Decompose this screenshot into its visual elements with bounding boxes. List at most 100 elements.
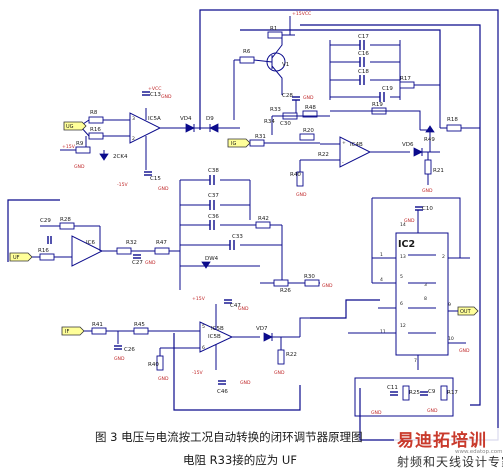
c10-label: C10 <box>422 206 433 212</box>
svg-text:9: 9 <box>448 302 451 308</box>
caption-line2: 电阻 R33接的应为 UF <box>183 453 297 467</box>
r42-label: R42 <box>258 216 269 222</box>
port-ug-label: UG <box>66 124 74 130</box>
r8-label: R8 <box>90 110 98 116</box>
r21-label: R21 <box>433 168 444 174</box>
r41-label: R41 <box>92 322 103 328</box>
dw4-label: DW4 <box>205 256 219 262</box>
svg-text:11: 11 <box>380 329 386 335</box>
svg-text:+: + <box>342 140 346 146</box>
gnd-ic2: GND <box>459 348 470 354</box>
c33-label: C33 <box>232 234 243 240</box>
r31-label: R31 <box>255 134 266 140</box>
svg-text:8: 8 <box>424 296 427 302</box>
caption-line1: 图 3 电压与电流按工况自动转换的闭环调节器原理图 <box>95 430 363 444</box>
c36-label: C36 <box>208 214 219 220</box>
gnd-c28: GND <box>303 95 314 101</box>
c16-label: C16 <box>358 51 369 57</box>
opamp-ic5b: IC5B IC5B 56 R41 R45 C26 GND R40 GND +15… <box>84 296 310 395</box>
r9-label: R9 <box>76 141 84 147</box>
watermark-text: 射频和天线设计专家 <box>397 454 503 469</box>
gnd-r30: GND <box>322 283 333 289</box>
watermark-url: www.edatop.com <box>455 449 503 455</box>
gnd-ic2-right: GND <box>427 408 438 414</box>
ic2-label: IC2 <box>398 239 415 250</box>
c18-label: C18 <box>358 69 369 75</box>
port-out-label: OUT <box>460 309 472 315</box>
c28-label: C28 <box>282 93 293 99</box>
c28-cluster: C28 GND R33 R48 R34 R20 C30 <box>264 93 330 141</box>
r22b-label: R22 <box>318 152 329 158</box>
vminus-ic5b: -15V <box>192 370 204 376</box>
c15-label: C15 <box>150 176 161 182</box>
d9-label: D9 <box>206 116 214 122</box>
c17-label: C17 <box>358 34 369 40</box>
svg-text:6: 6 <box>202 345 205 351</box>
opamp-ic4b: IC4B +- VD6 R18 R21 GND R49 R40 GND R22 … <box>246 100 480 198</box>
c19-label: C19 <box>382 86 393 92</box>
r45-label: R45 <box>134 322 145 328</box>
port-uf-label: UF <box>13 255 20 261</box>
c26-label: C26 <box>124 347 135 353</box>
watermark-logo: 易迪拓培训 www.edatop.com 射频和天线设计专家 <box>394 428 503 470</box>
vplus-ic5b: +15V <box>192 296 206 302</box>
r16-label: R16 <box>38 248 49 254</box>
r48-label: R48 <box>305 105 316 111</box>
r30-label: R30 <box>304 274 315 280</box>
r19-label: R19 <box>372 102 383 108</box>
caption: 图 3 电压与电流按工况自动转换的闭环调节器原理图 电阻 R33接的应为 UF <box>95 430 363 467</box>
gnd-c27: GND <box>145 260 156 266</box>
svg-text:7: 7 <box>414 358 417 364</box>
svg-text:-: - <box>342 161 344 166</box>
r34-label: R34 <box>264 119 275 125</box>
c9-label: C9 <box>428 389 436 395</box>
diode-pair: VD4 D9 <box>180 116 240 133</box>
r40-label: R40 <box>148 362 159 368</box>
c46-label: C46 <box>217 389 228 395</box>
gnd-zener: GND <box>74 164 85 170</box>
ic6-label: IC6 <box>86 240 95 246</box>
r33-label: R33 <box>270 107 281 113</box>
opamp-ic5a: 32 IC5A +VCC C13 GND C15 -15V GND R8 R16… <box>60 86 180 192</box>
cap-ladder: C17 C16 C18 C19 R17 R19 <box>329 34 440 130</box>
r17b-label: R17 <box>447 390 458 396</box>
port-ig-label: IG <box>231 141 236 147</box>
gnd-ic2-left: GND <box>371 410 382 416</box>
svg-text:14: 14 <box>400 222 406 228</box>
gnd-r40: GND <box>158 376 169 382</box>
c29-label: C29 <box>40 218 51 224</box>
transistor-stage: R6 V1 R1 +15VCC <box>233 11 311 120</box>
svg-text:5: 5 <box>202 324 205 330</box>
svg-text:2: 2 <box>132 136 135 142</box>
r47-label: R47 <box>156 240 167 246</box>
vd6-label: VD6 <box>402 142 414 148</box>
ports: UG IG UF IF OUT <box>9 121 479 336</box>
r18-label: R18 <box>447 117 458 123</box>
gnd-r21: GND <box>422 188 433 194</box>
r28-label: R28 <box>60 217 71 223</box>
ic5b-label: IC5B <box>211 326 224 332</box>
watermark-mark: 易迪拓培训 <box>397 430 487 451</box>
c47-label: C47 <box>230 303 241 309</box>
v1-label: V1 <box>282 62 289 68</box>
r26-label: R26 <box>280 288 291 294</box>
outer-wires <box>7 9 499 441</box>
vcc1-label: +VCC <box>148 86 161 92</box>
ic5a-label: IC5A <box>148 116 161 122</box>
svg-text:10: 10 <box>448 336 454 342</box>
c38-label: C38 <box>208 168 219 174</box>
port-if-label: IF <box>65 329 69 335</box>
svg-text:3: 3 <box>132 116 135 122</box>
c37-label: C37 <box>208 193 219 199</box>
svg-text:6: 6 <box>400 301 403 307</box>
svg-text:3: 3 <box>424 282 427 288</box>
opamp-ic6: IC6 R16 R28 C29 R32 R47 C27 GND <box>32 217 174 267</box>
gnd-c47: GND <box>238 306 249 312</box>
ic4b-label: IC4B <box>350 142 363 148</box>
c11-label: C11 <box>387 385 398 391</box>
gnd-r40b: GND <box>296 192 307 198</box>
gnd-c13: GND <box>161 94 172 100</box>
svg-text:2: 2 <box>442 254 445 260</box>
